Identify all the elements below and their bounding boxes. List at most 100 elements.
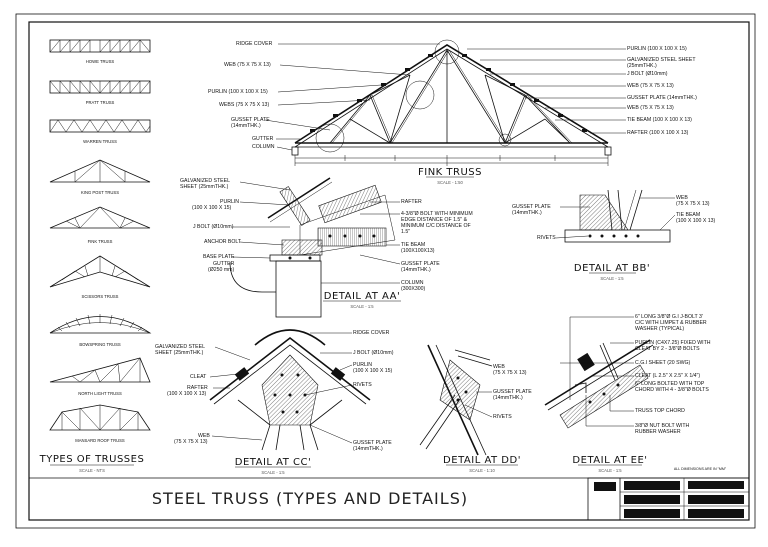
detail-cc-scale: SCALE - 1:5	[261, 470, 285, 475]
detail-ee-drawing	[544, 339, 654, 429]
warren-truss-sketch	[49, 119, 151, 133]
truss-types-scale: SCALE - NTS	[79, 468, 105, 473]
aa-label-tie-beam: TIE BEAM	[401, 242, 425, 248]
fink-label-jbolt: J BOLT (Ø10mm)	[627, 71, 668, 77]
cc-label-gusset-thk: (14mmTHK.)	[353, 446, 383, 452]
bb-label-web-size: (75 X 75 X 13)	[676, 201, 710, 207]
detail-ee-labels: 6" LONG 3/8"Ø G.I J-BOLT 3' C/C WITH LIM…	[560, 314, 711, 435]
ee-label-top-chord: TRUSS TOP CHORD	[635, 408, 685, 414]
fink-truss-main	[291, 39, 612, 166]
aa-label-tie-beam-size: (100X100X13)	[401, 248, 435, 254]
aa-label-anchor: ANCHOR BOLT	[204, 239, 242, 245]
title-block-redaction	[688, 509, 744, 518]
dd-label-web: WEB	[493, 364, 505, 370]
cc-label-purlin-size: (100 X 100 X 15)	[353, 368, 392, 374]
title-block-redaction	[688, 495, 744, 504]
detail-dd-scale: SCALE - 1:10	[469, 468, 495, 473]
fink-label-gusset-thk: (14mmTHK.)	[231, 123, 261, 129]
fink-label-column: COLUMN	[252, 144, 275, 150]
cc-label-jbolt: J BOLT (Ø10mm)	[353, 350, 394, 356]
cc-label-gi-sheet-thk: SHEET (25mmTHK.)	[155, 350, 204, 356]
pratt-truss-sketch	[49, 80, 151, 94]
ee-label-cleat-1: CLEAT (L 2.5" X 2.5" X 1/4")	[635, 373, 700, 379]
aa-label-jbolt: J BOLT (Ø10mm)	[193, 224, 234, 230]
title-block-redaction	[624, 495, 680, 504]
aa-label-rafter: RAFTER	[401, 199, 422, 205]
cc-label-ridge-cover: RIDGE COVER	[353, 330, 390, 336]
north-light-truss-label: NORTH LIGHT TRUSS	[78, 391, 122, 396]
ee-label-cleat-3: CHORD WITH 4 - 3/8"Ø BOLTS	[635, 387, 709, 393]
truss-types-title: TYPES OF TRUSSES	[39, 454, 145, 465]
fink-label-webs: WEBS (75 X 75 X 13)	[219, 102, 269, 108]
king-post-truss-label: KING POST TRUSS	[81, 190, 119, 195]
fink-label-purlin-r: PURLIN (100 X 100 X 15)	[627, 46, 687, 52]
bb-label-tie-beam-size: (100 X 100 X 13)	[676, 218, 715, 224]
bb-label-gusset-thk: (14mmTHK.)	[512, 210, 542, 216]
fink-label-web: WEB (75 X 75 X 13)	[224, 62, 271, 68]
ee-label-jbolt-1: 6" LONG 3/8"Ø G.I J-BOLT 3'	[635, 314, 703, 320]
detail-ee-title: DETAIL AT EE'	[572, 455, 647, 466]
dimensions-note: ALL DIMENSIONS ARE IN "MM"	[674, 467, 727, 471]
title-block-redaction	[594, 482, 616, 491]
aa-label-purlin-size: (100 X 100 X 15)	[192, 205, 231, 211]
outer-border	[15, 13, 756, 529]
fink-label-web-r1: WEB (75 X 75 X 13)	[627, 83, 674, 89]
fink-label-web-r2: WEB (75 X 75 X 13)	[627, 105, 674, 111]
detail-cc-drawing	[209, 329, 371, 451]
fink-label-gusset: GUSSET PLATE	[231, 117, 270, 123]
howe-truss-label: HOWE TRUSS	[86, 59, 115, 64]
cc-label-web: WEB	[198, 433, 210, 439]
detail-cc-labels: GALVANIZED STEEL SHEET (25mmTHK.) RIDGE …	[155, 330, 394, 452]
ee-label-cleat-2: 6" LONG BOLTED WITH TOP	[635, 381, 705, 387]
fink-label-rafter: RAFTER (100 X 100 X 13)	[627, 130, 689, 136]
detail-aa-scale: SCALE - 1:5	[350, 304, 374, 309]
mansard-truss-sketch	[49, 404, 151, 431]
aa-label-gutter: GUTTER	[213, 261, 235, 267]
title-block-redaction	[688, 481, 744, 489]
title-block-redaction	[624, 509, 680, 518]
fink-labels-right: PURLIN (100 X 100 X 15) GALVANIZED STEEL…	[467, 46, 697, 136]
truss-types-panel: HOWE TRUSS PRATT TRUSS WARREN TRUSS KING…	[39, 39, 152, 473]
king-post-truss-sketch	[49, 159, 151, 183]
fink-labels-left: RIDGE COVER WEB (75 X 75 X 13) PURLIN (1…	[208, 41, 440, 151]
bb-label-gusset: GUSSET PLATE	[512, 204, 551, 210]
warren-truss-label: WARREN TRUSS	[83, 139, 117, 144]
ee-label-nut-2: RUBBER WASHER	[635, 429, 681, 435]
aa-label-gusset-thk: (14mmTHK.)	[401, 267, 431, 273]
aa-label-base-plate: BASE PLATE	[203, 254, 235, 260]
aa-label-gi-sheet: GALVANIZED STEEL	[180, 178, 230, 184]
aa-label-purlin: PURLIN	[220, 199, 239, 205]
fink-title: FINK TRUSS	[418, 167, 482, 178]
ee-label-jbolt-2: C/C WITH LIMPET & RUBBER	[635, 320, 707, 326]
title-block	[587, 477, 750, 521]
fink-scale: SCALE - 1:50	[437, 180, 463, 185]
sheet-title: STEEL TRUSS (TYPES AND DETAILS)	[152, 489, 468, 508]
ee-label-cgi-sheet: C.G.I SHEET (20 SWG)	[635, 360, 691, 366]
bb-label-rivets: RIVETS	[537, 235, 556, 241]
aa-label-bolt-3: MINIMUM C/C DISTANCE OF	[401, 223, 471, 229]
aa-label-gutter-dia: (Ø250 mm)	[208, 267, 235, 273]
fink-label-gi-sheet: GALVANIZED STEEL SHEET	[627, 57, 696, 63]
scissors-truss-label: SCISSORS TRUSS	[82, 294, 119, 299]
cc-label-rafter: RAFTER	[187, 385, 208, 391]
aa-label-gusset: GUSSET PLATE	[401, 261, 440, 267]
howe-truss-sketch	[49, 39, 151, 53]
cc-label-gi-sheet: GALVANIZED STEEL	[155, 344, 205, 350]
detail-dd-labels: WEB (75 X 75 X 13) GUSSET PLATE (14mmTHK…	[464, 364, 532, 420]
bb-label-tie-beam: TIE BEAM	[676, 212, 700, 218]
cc-label-gusset: GUSSET PLATE	[353, 440, 392, 446]
aa-label-bolt-4: 1.5"	[401, 229, 410, 235]
scissors-truss-sketch	[49, 255, 151, 288]
bowspring-truss-sketch	[49, 314, 152, 334]
fink-label-gusset-r: GUSSET PLATE (14mmTHK.)	[627, 95, 697, 101]
detail-cc-title: DETAIL AT CC'	[235, 457, 311, 468]
detail-ee-scale: SCALE - 1:5	[598, 468, 622, 473]
aa-label-bolt-2: EDGE DISTANCE OF 1.5" &	[401, 217, 468, 223]
dd-label-gusset: GUSSET PLATE	[493, 389, 532, 395]
detail-aa-title: DETAIL AT AA'	[324, 291, 400, 302]
bb-label-web: WEB	[676, 195, 688, 201]
cc-label-rafter-size: (100 X 100 X 13)	[167, 391, 206, 397]
detail-bb-title: DETAIL AT BB'	[574, 263, 650, 274]
ee-label-purlin-2: CLEAT BY 2 - 3/8"Ø BOLTS	[635, 346, 700, 352]
